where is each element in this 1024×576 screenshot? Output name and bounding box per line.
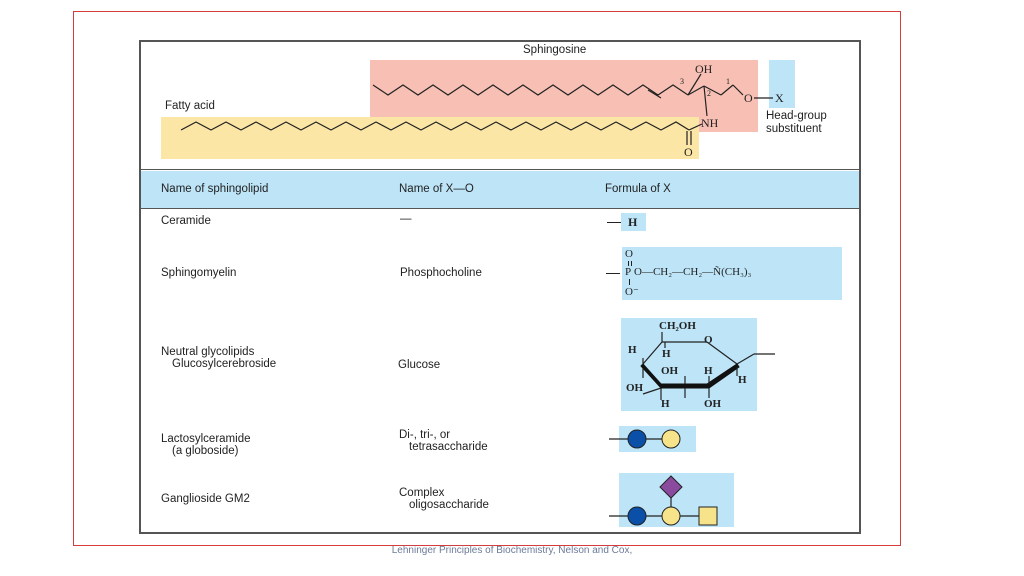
slide-frame bbox=[73, 11, 901, 546]
carbon-number-2: 2 bbox=[707, 89, 711, 98]
glucose-ring bbox=[640, 332, 775, 400]
row-glycolipid-name-line1: Neutral glycolipids bbox=[161, 346, 255, 358]
c3-oh-bond bbox=[687, 73, 702, 96]
trans-double-bond bbox=[647, 89, 662, 99]
glucose-h-c5b: H bbox=[662, 348, 671, 360]
ceramide-bond bbox=[607, 222, 621, 223]
sphingolipid-figure: Sphingosine Fatty acid OH 3 2 1 O X NH O… bbox=[139, 40, 861, 534]
phosphocholine-formula-box bbox=[622, 247, 842, 300]
phosphate-o-top: O bbox=[625, 248, 633, 260]
p-o-double-bond-b bbox=[631, 261, 632, 266]
glucose-h-c1: H bbox=[738, 374, 747, 386]
row-lactosylceramide-x-name-line2: tetrasaccharide bbox=[409, 441, 488, 453]
ceramide-formula-h: H bbox=[628, 215, 638, 229]
row-glycolipid-name-line2: Glucosylcerebroside bbox=[172, 358, 277, 370]
c3-c2-bond bbox=[687, 85, 705, 96]
row-ceramide-name: Ceramide bbox=[161, 215, 211, 227]
sphingosine-label: Sphingosine bbox=[523, 44, 587, 56]
p-o-single-bond bbox=[629, 279, 630, 285]
ether-oxygen-label: O bbox=[744, 91, 753, 105]
source-caption: Lehninger Principles of Biochemistry, Ne… bbox=[391, 545, 633, 556]
fatty-acid-region bbox=[161, 117, 699, 159]
galactose-symbol bbox=[661, 429, 681, 449]
carbon-number-3: 3 bbox=[680, 77, 684, 86]
carbonyl-oxygen-label: O bbox=[684, 145, 693, 159]
glucose-symbol bbox=[627, 429, 647, 449]
glucose-ring-o: O bbox=[704, 334, 713, 346]
ceramide-formula-box bbox=[621, 213, 646, 231]
p-o-double-bond-a bbox=[628, 261, 629, 266]
glucose-symbol bbox=[627, 506, 647, 526]
head-group-region bbox=[769, 60, 795, 108]
row-sphingomyelin-x-name: Phosphocholine bbox=[400, 267, 482, 279]
carbonyl-to-n-bond bbox=[688, 123, 703, 131]
phosphate-o-minus: O⁻ bbox=[625, 286, 639, 298]
row-ganglioside-x-name-line2: oligosaccharide bbox=[409, 499, 489, 511]
galactose-symbol bbox=[661, 506, 681, 526]
row-ceramide-x-name: — bbox=[400, 213, 412, 225]
skeletal-structure bbox=[180, 73, 773, 145]
header-x-name: Name of X—O bbox=[399, 183, 474, 195]
sphingosine-chain bbox=[372, 84, 689, 96]
glucose-h-c3: H bbox=[704, 365, 713, 377]
fatty-acid-label: Fatty acid bbox=[165, 100, 215, 112]
glucose-oh-bottom: OH bbox=[704, 398, 722, 410]
glucose-h-c5: H bbox=[628, 344, 637, 356]
glucose-ch2oh: CH₂OH bbox=[659, 320, 696, 332]
table-header bbox=[141, 171, 859, 209]
head-group-x-label: X bbox=[775, 91, 784, 105]
phosphocholine-chain: O—CH₂—CH₂—Ñ(CH₃)₃ bbox=[634, 266, 752, 278]
sialic-acid-symbol bbox=[659, 475, 683, 499]
galnac-symbol bbox=[698, 506, 718, 526]
structure-table-divider bbox=[141, 169, 859, 170]
row-lactosylceramide-name-line1: Lactosylceramide bbox=[161, 433, 251, 445]
amide-nh-label: NH bbox=[701, 116, 719, 130]
c1-o-bond bbox=[732, 84, 744, 96]
row-lactosylceramide-name-line2: (a globoside) bbox=[172, 445, 239, 457]
gm2-symbols bbox=[609, 475, 718, 526]
header-x-formula: Formula of X bbox=[605, 183, 671, 195]
c2-c1-bond bbox=[703, 85, 722, 96]
c2-n-bond bbox=[703, 85, 708, 117]
hydroxyl-label: OH bbox=[695, 62, 713, 76]
row-ganglioside-x-name-line1: Complex bbox=[399, 487, 445, 499]
glucose-oh-c4: OH bbox=[661, 365, 679, 377]
row-ganglioside-name: Ganglioside GM2 bbox=[161, 493, 250, 505]
glucose-oh-c2: OH bbox=[626, 382, 644, 394]
lactose-symbols bbox=[609, 429, 681, 449]
carbon-number-1: 1 bbox=[726, 77, 730, 86]
glucose-h-bottom-left: H bbox=[661, 398, 670, 410]
head-group-label-line2: substituent bbox=[766, 123, 822, 135]
row-sphingomyelin-name: Sphingomyelin bbox=[161, 267, 237, 279]
fatty-acid-chain bbox=[180, 121, 690, 131]
row-glycolipid-x-name: Glucose bbox=[398, 359, 441, 371]
phosphocholine-bond bbox=[606, 273, 620, 274]
row-lactosylceramide-x-name-line1: Di-, tri-, or bbox=[399, 429, 451, 441]
header-sphingolipid-name: Name of sphingolipid bbox=[161, 183, 269, 195]
c1-chain-bond bbox=[720, 84, 734, 96]
head-group-label-line1: Head-group bbox=[766, 110, 827, 122]
phosphorus-label: P bbox=[625, 266, 632, 278]
